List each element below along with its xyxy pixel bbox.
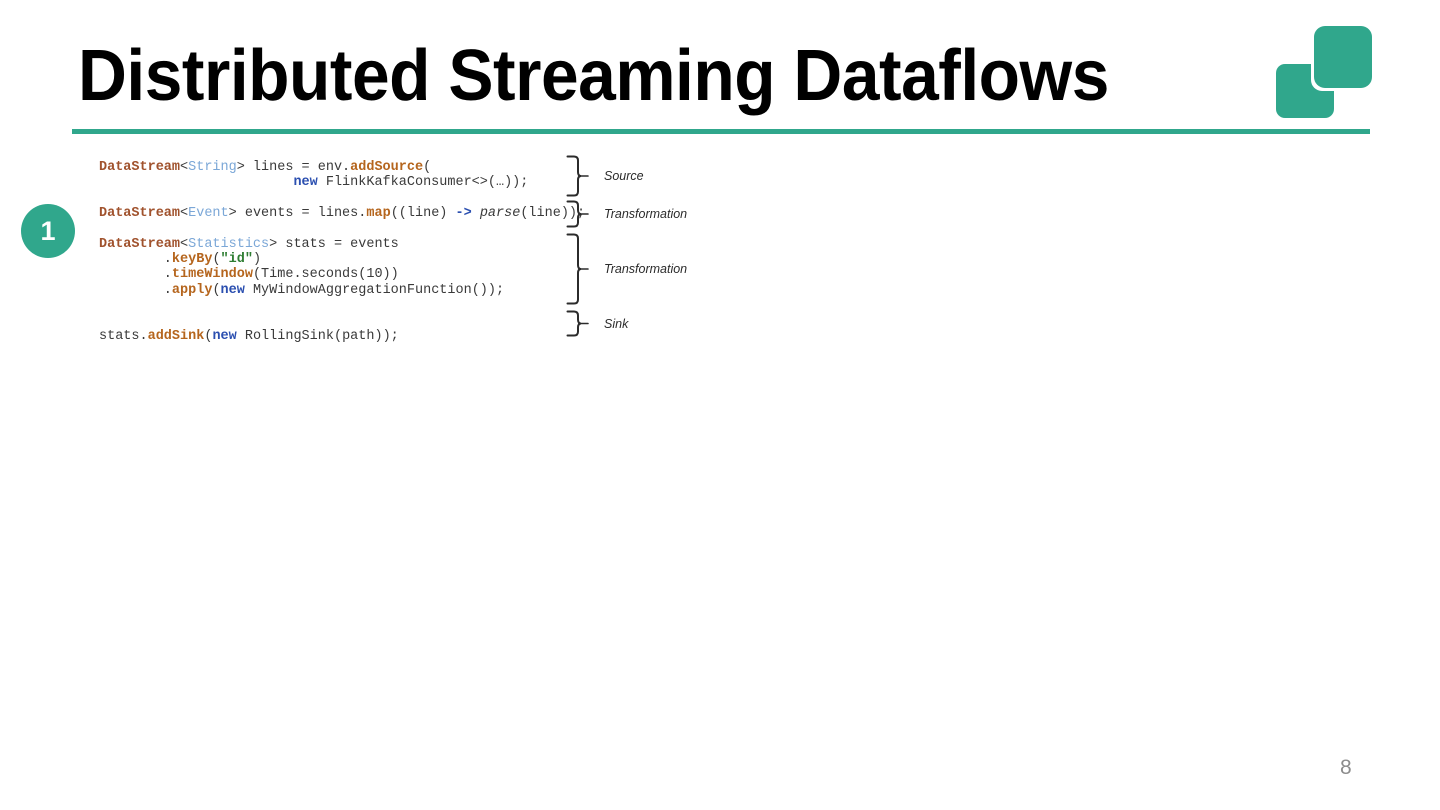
code-token: "id" — [220, 252, 253, 268]
code-token: . — [99, 282, 172, 298]
code-token: Statistics — [188, 236, 270, 252]
code-token: FlinkKafkaConsumer<>(…)); — [317, 175, 529, 191]
annotation-label: Transformation — [604, 207, 688, 221]
curly-brace-icon — [566, 233, 589, 305]
code-token: keyBy — [171, 252, 213, 268]
code-token: ((line) — [390, 206, 456, 222]
page-title: Distributed Streaming Dataflows — [78, 36, 1109, 116]
code-blank-line — [99, 221, 585, 237]
code-token: DataStream — [99, 160, 181, 175]
code-line: DataStream<Statistics> stats = events — [99, 237, 585, 252]
code-token: < — [180, 236, 189, 252]
code-token: ( — [423, 160, 432, 175]
code-line: new FlinkKafkaConsumer<>(…)); — [99, 175, 585, 190]
code-token: ( — [204, 329, 213, 345]
code-token: parse — [479, 206, 521, 222]
code-token: stats. — [99, 329, 148, 345]
page-number: 8 — [1340, 756, 1352, 779]
annotation-label: Transformation — [604, 262, 688, 276]
step-badge: 1 — [21, 204, 75, 258]
code-token: RollingSink(path)); — [236, 329, 399, 345]
code-token: < — [180, 160, 189, 175]
code-line: DataStream<String> lines = env.addSource… — [99, 160, 585, 175]
code-token: < — [180, 206, 189, 222]
curly-brace-icon — [566, 200, 589, 228]
code-token — [99, 175, 293, 190]
code-token: ) — [252, 252, 262, 268]
annotation-item: Sink — [566, 310, 736, 337]
code-token: new — [212, 329, 237, 345]
code-line: .apply(new MyWindowAggregationFunction()… — [99, 283, 585, 298]
code-line: .timeWindow(Time.seconds(10)) — [99, 267, 585, 282]
code-token: -> — [455, 206, 472, 222]
code-token: addSource — [350, 160, 424, 175]
code-token: > stats = events — [269, 236, 399, 252]
code-token — [472, 206, 480, 221]
code-token: . — [99, 252, 172, 268]
annotation-item: Source — [566, 155, 736, 197]
code-snippet: DataStream<String> lines = env.addSource… — [99, 160, 585, 344]
code-token: apply — [171, 282, 213, 298]
code-line: stats.addSink(new RollingSink(path)); — [99, 329, 585, 344]
code-token: DataStream — [99, 236, 181, 252]
logo-square-front-icon — [1314, 26, 1372, 88]
code-token: (Time.seconds(10)) — [252, 267, 399, 283]
brand-logo — [1276, 26, 1372, 118]
code-token: timeWindow — [171, 267, 253, 283]
curly-brace-icon — [566, 155, 589, 197]
code-token: > lines = env. — [236, 160, 351, 175]
code-blank-line — [99, 298, 585, 314]
annotation-label: Sink — [604, 316, 629, 331]
code-blank-line — [99, 191, 585, 207]
code-token: new — [220, 282, 245, 298]
code-token: new — [293, 175, 318, 191]
annotation-label: Source — [604, 169, 644, 183]
title-underline-rule — [72, 129, 1370, 134]
code-token: DataStream — [99, 206, 181, 222]
code-token: addSink — [147, 329, 205, 345]
code-token: Event — [188, 206, 229, 222]
code-line: .keyBy("id") — [99, 252, 585, 267]
code-blank-line — [99, 314, 585, 330]
code-token: ( — [212, 252, 221, 268]
code-token: String — [188, 160, 237, 175]
code-token: ( — [212, 282, 221, 298]
annotation-item: Transformation — [566, 200, 736, 228]
code-token: > events = lines. — [228, 206, 367, 222]
code-token: . — [99, 267, 172, 283]
code-token: map — [366, 206, 391, 222]
annotation-item: Transformation — [566, 233, 736, 305]
curly-brace-icon — [566, 310, 589, 337]
code-line: DataStream<Event> events = lines.map((li… — [99, 206, 585, 221]
code-token: MyWindowAggregationFunction()); — [244, 282, 505, 298]
code-token: (line)); — [520, 206, 586, 222]
